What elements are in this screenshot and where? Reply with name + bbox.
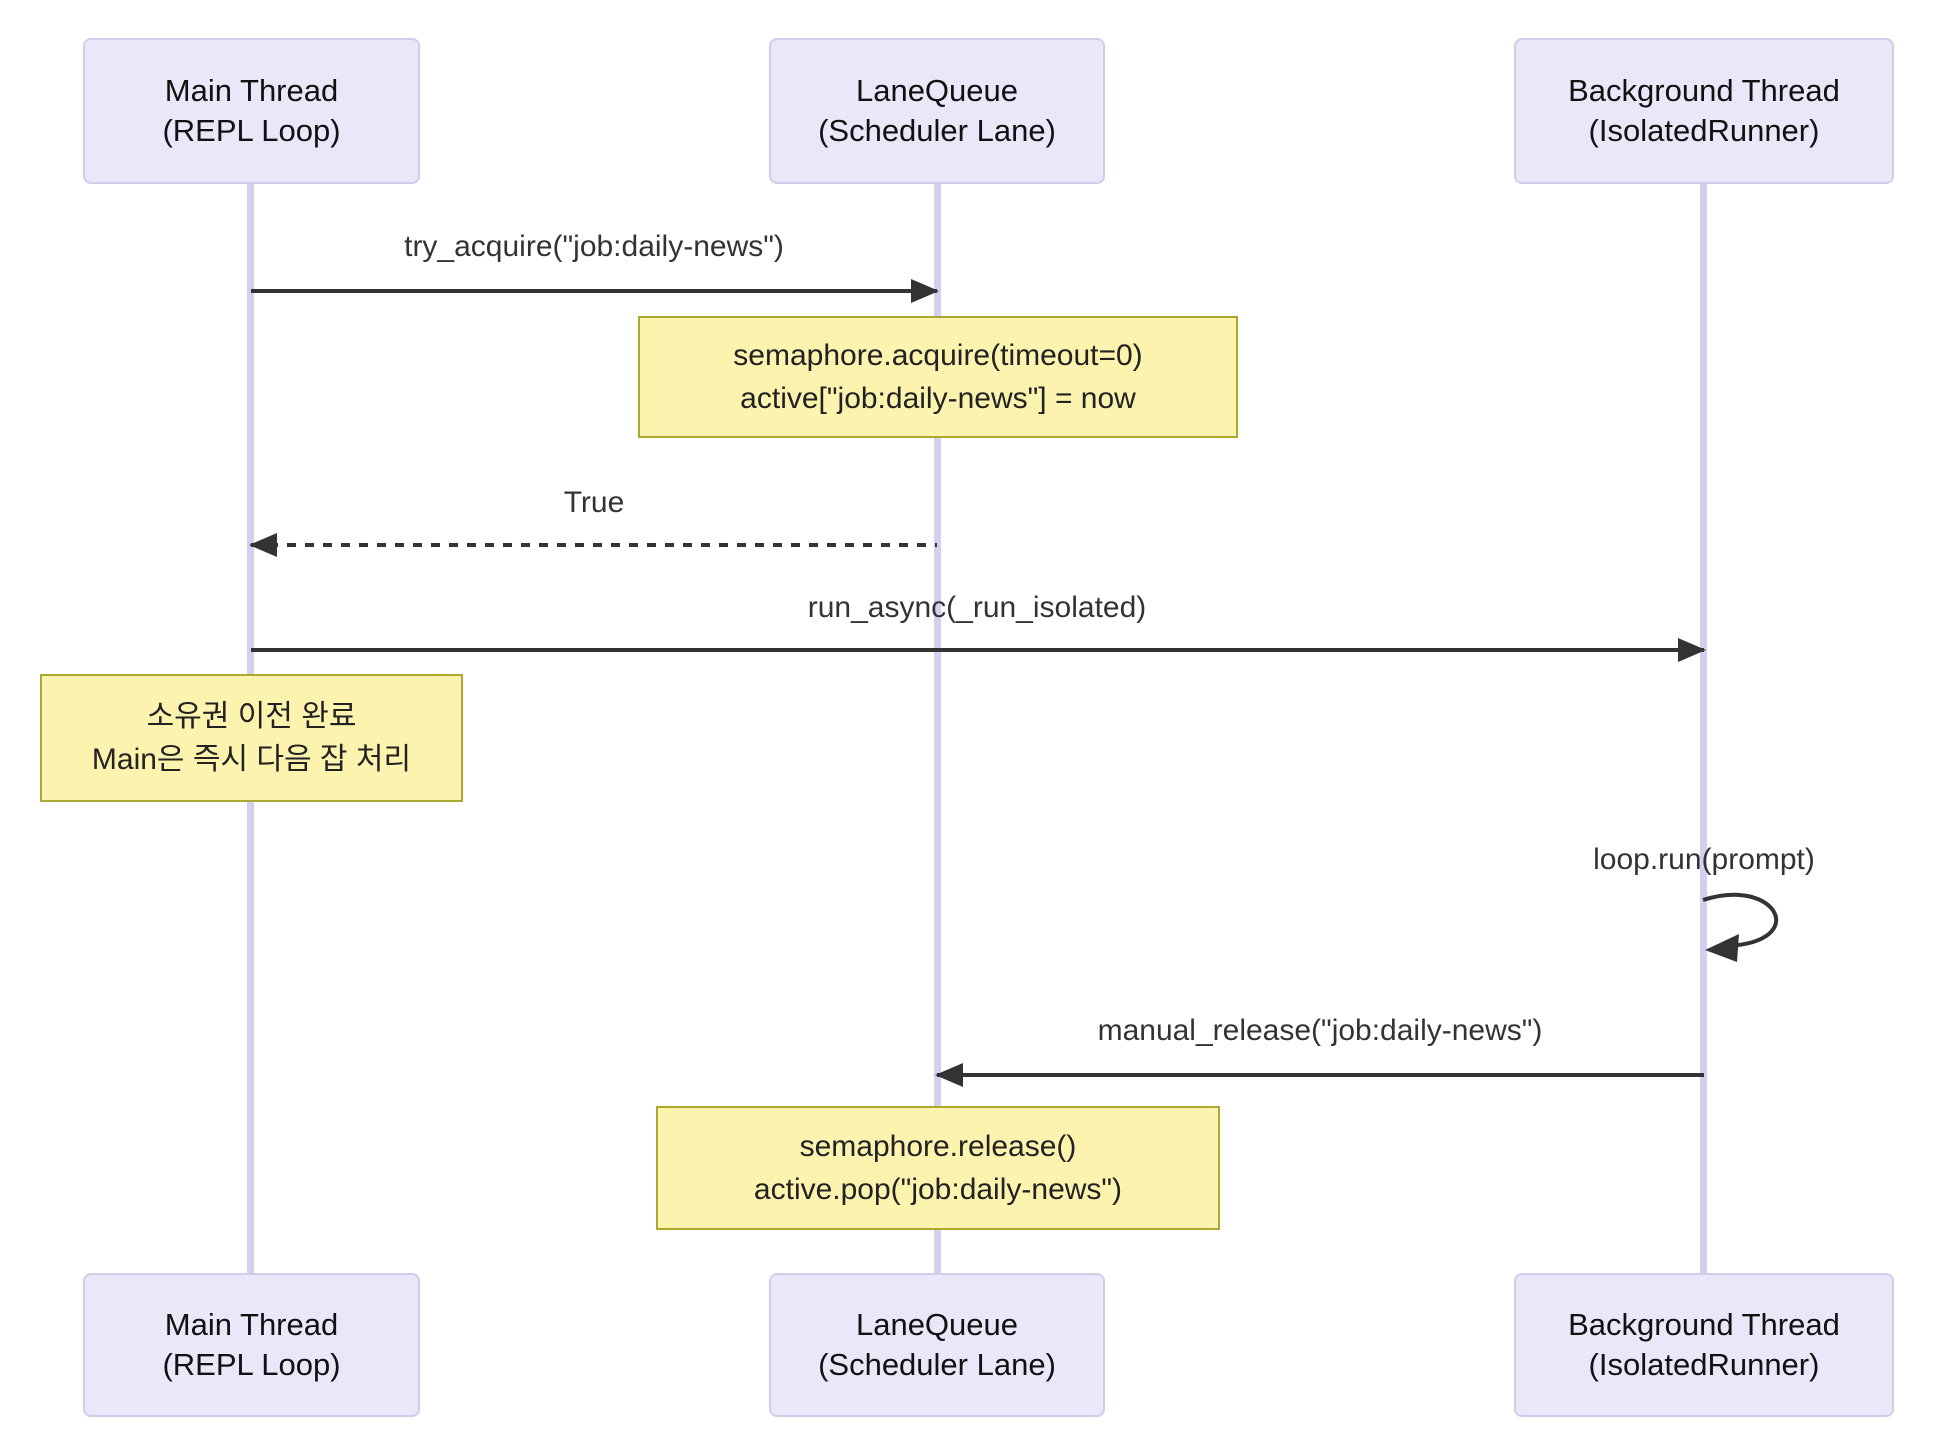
message-label-run-async: run_async(_run_isolated) (807, 591, 1147, 624)
note-line: semaphore.release() (799, 1130, 1077, 1163)
arrowhead-left-icon (935, 1063, 963, 1087)
participant-sub: (IsolatedRunner) (1588, 113, 1820, 148)
note-line: Main은 즉시 다음 잡 처리 (91, 743, 412, 776)
self-loop-arrow-icon (1702, 892, 1779, 962)
participant-lane-queue-bottom: LaneQueue (Scheduler Lane) (769, 1273, 1105, 1417)
message-label-loop-run: loop.run(prompt) (1593, 843, 1815, 876)
note-line: semaphore.acquire(timeout=0) (733, 339, 1143, 372)
note-ownership-transfer: 소유권 이전 완료 Main은 즉시 다음 잡 처리 (40, 674, 463, 802)
participant-sub: (Scheduler Lane) (818, 1347, 1056, 1382)
participant-background-thread-top: Background Thread (IsolatedRunner) (1514, 38, 1894, 184)
participant-name: Background Thread (1568, 1307, 1840, 1342)
participant-sub: (Scheduler Lane) (818, 113, 1056, 148)
participant-sub: (IsolatedRunner) (1588, 1347, 1820, 1382)
note-line: 소유권 이전 완료 (146, 700, 357, 733)
message-arrow-manual-release (935, 1063, 1704, 1087)
participant-sub: (REPL Loop) (162, 1347, 341, 1382)
note-semaphore-acquire: semaphore.acquire(timeout=0) active["job… (638, 316, 1238, 438)
participant-main-thread-top: Main Thread (REPL Loop) (83, 38, 420, 184)
arrowhead-left-icon (249, 533, 277, 557)
participant-name: Main Thread (164, 1307, 339, 1342)
message-arrow-try-acquire (251, 279, 939, 303)
note-line: active.pop("job:daily-news") (753, 1173, 1123, 1206)
arrowhead-right-icon (911, 279, 939, 303)
lifeline-background-thread (1700, 184, 1707, 1273)
participant-lane-queue-top: LaneQueue (Scheduler Lane) (769, 38, 1105, 184)
message-arrow-run-async (251, 638, 1706, 662)
arrow-line (937, 1073, 1704, 1077)
participant-name: LaneQueue (855, 73, 1019, 108)
message-label-try-acquire: try_acquire("job:daily-news") (404, 230, 784, 263)
message-label-manual-release: manual_release("job:daily-news") (1097, 1014, 1543, 1047)
participant-background-thread-bottom: Background Thread (IsolatedRunner) (1514, 1273, 1894, 1417)
arrow-line (251, 543, 937, 547)
arrow-line (251, 648, 1704, 652)
participant-main-thread-bottom: Main Thread (REPL Loop) (83, 1273, 420, 1417)
lifeline-lane-queue (934, 184, 941, 1273)
participant-sub: (REPL Loop) (162, 113, 341, 148)
note-line: active["job:daily-news"] = now (740, 382, 1136, 415)
participant-name: Background Thread (1568, 73, 1840, 108)
note-semaphore-release: semaphore.release() active.pop("job:dail… (656, 1106, 1220, 1230)
participant-name: Main Thread (164, 73, 339, 108)
message-arrow-true (249, 533, 937, 557)
arrow-line (251, 289, 937, 293)
message-label-true: True (563, 486, 625, 519)
arrowhead-right-icon (1678, 638, 1706, 662)
participant-name: LaneQueue (855, 1307, 1019, 1342)
